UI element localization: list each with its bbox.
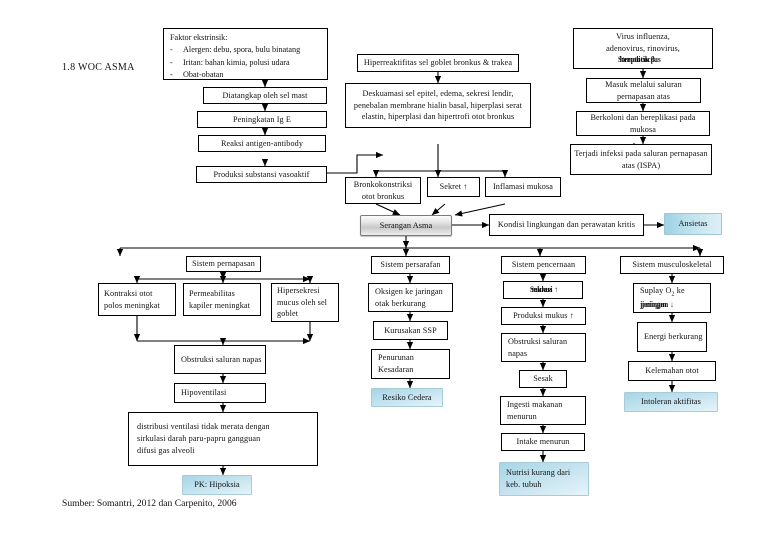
source-caption: Sumber: Somantri, 2012 dan Carpenito, 20… xyxy=(62,498,237,509)
node-sistem-persarafan: Sistem persarafan xyxy=(371,256,450,274)
faktor-item-label: Obat-obatan xyxy=(183,69,224,79)
node-penurunan-kesadaran: Penurunan Kesadaran xyxy=(371,349,450,379)
node-ingesti-makanan: Ingesti makanan menurun xyxy=(500,396,586,425)
node-berkoloni: Berkoloni dan bereplikasi pada mukosa xyxy=(576,111,710,136)
node-intoleran-aktifitas: Intoleran aktifitas xyxy=(624,392,718,412)
suplay-o2-line: Suplay O2 ke xyxy=(640,285,685,299)
node-suplay-o2-jaringan: Suplay O2 ke jaringan jaringan jaringan … xyxy=(633,283,711,313)
node-sekret: Sekret ↑ xyxy=(427,177,480,197)
bullet-dash: - xyxy=(170,69,173,79)
node-distribusi-ventilasi: distribusi ventilasi tidak merata dengan… xyxy=(128,412,318,466)
node-serangan-asma: Serangan Asma xyxy=(360,215,452,236)
virus-line-2: adenovirus, rinovirus, xyxy=(606,43,680,53)
node-produksi-mukus: Produksi mukus ↑ xyxy=(501,307,586,325)
node-ansietas: Ansietas xyxy=(664,213,722,235)
virus-strep-label: Streptococcus xyxy=(618,55,661,65)
node-kelemahan-otot: Kelemahan otot xyxy=(628,361,716,381)
node-obstruksi-saluran-napas-1: Obstruksi saluran napas xyxy=(174,345,266,374)
node-pk-hipoksia: PK: Hipoksia xyxy=(182,475,252,495)
node-sistem-pencernaan: Sistem pencernaan xyxy=(501,256,586,274)
node-inflamasi-mukosa: Inflamasi mukosa xyxy=(485,177,561,197)
jaringan-turun-label: jaringan ↓ xyxy=(641,300,674,310)
distribusi-line: distribusi ventilasi tidak merata dengan xyxy=(137,422,270,432)
node-permeabilitas: Permeabilitas kapiler meningkat xyxy=(183,283,261,316)
jaringan-label: jaringan xyxy=(640,300,667,310)
faktor-item: - Iritan: bahan kimia, polusi udara xyxy=(170,57,322,69)
faktor-item-label: Alergen: debu, spora, bulu binatang xyxy=(183,45,301,55)
deskuamasi-line: elastin, hiperplasi dan hipertrofi otot … xyxy=(361,112,515,122)
suplay-o2-text: Suplay O xyxy=(640,285,672,295)
node-reaksi-antigen-antibody: Reaksi antigen-antibody xyxy=(198,135,326,152)
node-deskuamasi: Deskuamasi sel epitel, edema, sekresi le… xyxy=(345,83,531,128)
node-nutrisi-kurang: Nutrisi kurang dari keb. tubuh xyxy=(499,462,589,496)
node-sekresi-mukus: Sekresi Sekresi mukus ↑ xyxy=(503,281,583,299)
deskuamasi-line: penebalan membrane hialin basal, hiperpl… xyxy=(353,100,523,110)
bullet-dash: - xyxy=(170,57,173,67)
distribusi-line: sirkulasi darah paru-papru gangguan xyxy=(137,434,261,444)
virus-hemolitik-label: hemolitik β xyxy=(619,55,655,65)
faktor-item: - Alergen: debu, spora, bulu binatang xyxy=(170,44,322,56)
node-bronkokonstriksi: Bronkokonstriksi otot bronkus xyxy=(345,177,421,204)
sekresi-label: Sekresi xyxy=(529,285,553,295)
sekresi-mukus-overlapped: Sekresi Sekresi mukus ↑ xyxy=(529,284,558,296)
node-sesak: Sesak xyxy=(519,370,567,388)
mukus-label: mukus ↑ xyxy=(531,285,558,295)
faktor-item: - Obat-obatan xyxy=(170,69,322,81)
node-produksi-substansi-vasoaktif: Produksi substansi vasoaktif xyxy=(196,166,327,183)
suplay-ke-text: ke xyxy=(674,285,685,295)
jaringan-overlapped: jaringan jaringan jaringan ↓ xyxy=(640,299,674,311)
node-kontraksi-otot: Kontraksi otot polos meningkat xyxy=(98,283,176,316)
node-ispa: Terjadi infeksi pada saluran pernapasan … xyxy=(570,144,712,175)
node-hiperreaktifitas: Hiperreaktifitas sel goblet bronkus & tr… xyxy=(357,54,519,72)
page-title: 1.8 WOC ASMA xyxy=(62,62,135,73)
node-energi-berkurang: Energi berkurang xyxy=(637,322,707,352)
distribusi-line: difusi gas alveoli xyxy=(137,445,195,455)
node-kondisi-lingkungan: Kondisi lingkungan dan perawatan kritis xyxy=(489,214,644,236)
node-diatangkap-sel-mast: Diatangkap oleh sel mast xyxy=(203,87,327,104)
bullet-dash: - xyxy=(170,45,173,55)
node-oksigen-otak-berkurang: Oksigen ke jaringan otak berkurang xyxy=(368,283,453,312)
node-hipoventilasi: Hipoventilasi xyxy=(174,383,266,403)
faktor-item-label: Iritan: bahan kimia, polusi udara xyxy=(183,57,290,67)
node-masuk-saluran: Masuk melalui saluran pernapasan atas xyxy=(586,78,701,103)
node-intake-menurun: Intake menurun xyxy=(501,433,585,451)
virus-line-1: Virus influenza, xyxy=(616,31,670,41)
node-peningkatan-ig-e: Peningkatan Ig E xyxy=(197,111,327,128)
node-sistem-pernapasan: Sistem pernapasan xyxy=(186,256,261,272)
deskuamasi-line: Deskuamasi sel epitel, edema, sekresi le… xyxy=(362,88,514,98)
node-kurusakan-ssp: Kurusakan SSP xyxy=(373,321,448,340)
node-virus-influenza: Virus influenza, adenovirus, rinovirus, … xyxy=(573,28,713,69)
node-hipersekresi-mucus: Hipersekresi mucus oleh sel goblet xyxy=(271,283,339,322)
node-faktor-ekstrinsik: Faktor ekstrinsik: - Alergen: debu, spor… xyxy=(163,28,328,80)
o2-subscript: 2 xyxy=(671,291,675,298)
node-sistem-musculoskeletal: Sistem musculoskeletal xyxy=(620,256,724,274)
virus-line-3-overlapped: Streptococcus Streptococcus hemolitik β xyxy=(618,54,668,66)
node-obstruksi-saluran-napas-2: Obstruksi saluran napas xyxy=(501,333,586,362)
faktor-heading: Faktor ekstrinsik: xyxy=(170,33,228,42)
node-resiko-cedera: Resiko Cedera xyxy=(371,388,443,407)
